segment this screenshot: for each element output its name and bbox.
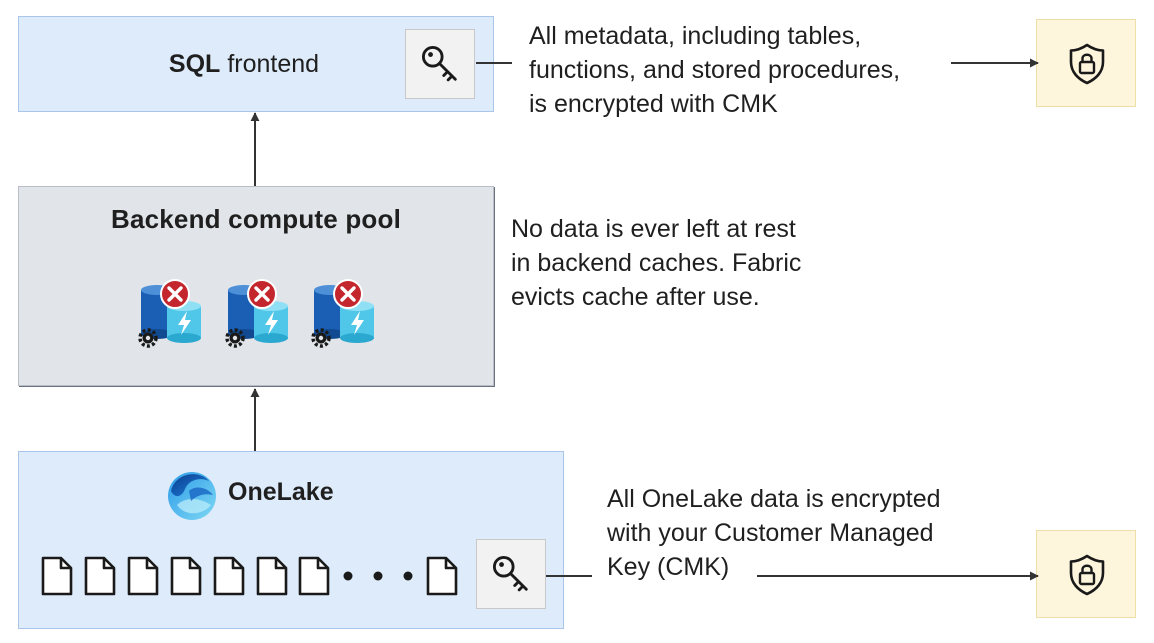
sql-key-tile — [405, 29, 475, 99]
file-icon — [426, 556, 458, 596]
onelake-data-note-line: with your Customer Managed — [607, 519, 934, 547]
file-icon — [170, 556, 202, 596]
cache-database-x-icon — [311, 279, 374, 348]
cache-note-line: No data is ever left at rest — [511, 215, 796, 243]
shield-lock-icon — [1069, 554, 1105, 596]
cache-note-line: in backend caches. Fabric — [511, 249, 802, 277]
onelake-title: OneLake — [228, 478, 334, 506]
file-icon — [127, 556, 159, 596]
backend-pool-title: Backend compute pool — [110, 204, 402, 234]
onelake-box — [18, 451, 564, 629]
sql-frontend-title-bold: SQL — [168, 49, 221, 78]
file-icon — [298, 556, 330, 596]
metadata-note: All metadata, including tables, function… — [529, 19, 900, 121]
onelake-data-note-line: All OneLake data is encrypted — [607, 485, 941, 513]
ellipsis-dots — [343, 571, 413, 581]
onelake-shield-tile — [1036, 530, 1136, 618]
metadata-note-line: functions, and stored procedures, — [529, 56, 901, 84]
metadata-note-line: is encrypted with CMK — [529, 90, 778, 118]
file-icon — [213, 556, 245, 596]
sql-frontend-title-rest: frontend — [227, 49, 320, 78]
onelake-logo-icon — [168, 472, 216, 520]
key-icon — [492, 555, 528, 592]
onelake-data-note: All OneLake data is encrypted with your … — [607, 482, 941, 584]
metadata-shield-tile — [1036, 19, 1136, 107]
onelake-data-note-line: Key (CMK) — [607, 553, 730, 581]
cache-note: No data is ever left at rest in backend … — [511, 212, 801, 314]
cache-database-x-icon — [225, 279, 288, 348]
cache-database-x-icon — [138, 279, 201, 348]
file-icon — [256, 556, 288, 596]
key-icon — [421, 45, 457, 82]
onelake-key-tile — [476, 539, 546, 609]
file-icon — [84, 556, 116, 596]
metadata-note-line: All metadata, including tables, — [529, 22, 862, 50]
shield-lock-icon — [1069, 43, 1105, 85]
file-icon — [41, 556, 73, 596]
cache-note-line: evicts cache after use. — [511, 283, 760, 311]
sql-frontend-title: SQL frontend — [18, 16, 494, 112]
